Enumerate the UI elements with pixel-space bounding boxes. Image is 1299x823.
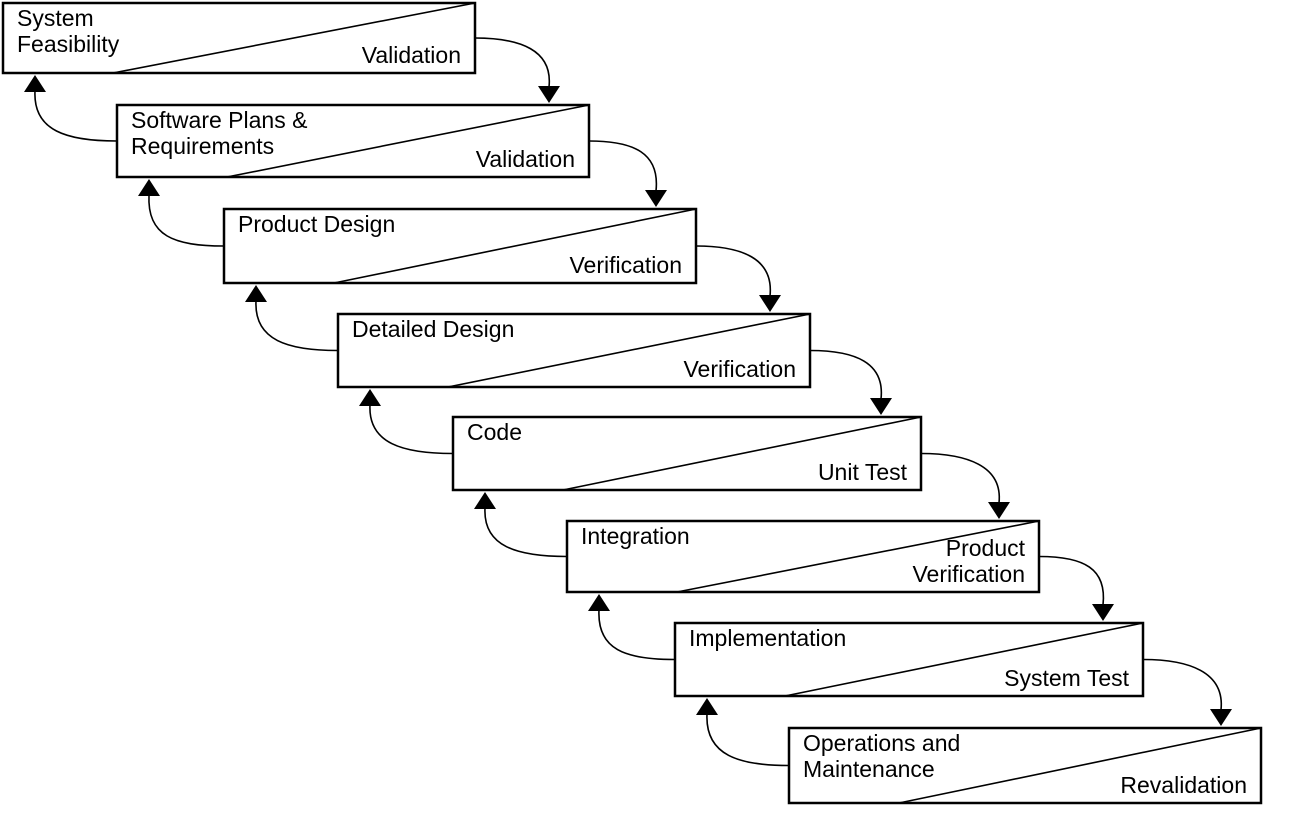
stage-check-label: Verification — [683, 356, 796, 382]
stage-box — [115, 103, 591, 179]
stage-box — [222, 207, 698, 285]
stage-title: Requirements — [131, 133, 274, 159]
feedback-flow-arrow — [369, 404, 454, 455]
feedback-arrowhead — [588, 594, 610, 611]
stage-box — [673, 621, 1145, 698]
forward-arrowhead — [759, 295, 781, 312]
stage-title: Feasibility — [17, 31, 120, 57]
feedback-arrowhead — [24, 75, 46, 92]
stage-check-label: Verification — [569, 252, 682, 278]
forward-flow-arrow — [809, 349, 883, 400]
stage-box — [336, 312, 812, 389]
stage-title: System — [17, 5, 94, 31]
stage-title: Operations and — [803, 730, 960, 756]
stage-divider-line — [226, 104, 590, 178]
stage-check-label: System Test — [1004, 665, 1129, 691]
stage-check-label: Unit Test — [818, 459, 908, 485]
forward-flow-arrow — [588, 140, 658, 192]
feedback-flow-arrow — [706, 713, 790, 767]
forward-flow-arrow — [1142, 658, 1222, 711]
forward-flow-arrow — [1038, 555, 1105, 606]
stage-check-label: Product — [946, 535, 1026, 561]
stage-divider-line — [333, 208, 697, 284]
stage-check-label: Validation — [362, 42, 461, 68]
stage-check-label: Verification — [912, 561, 1025, 587]
stage-title: Maintenance — [803, 756, 935, 782]
stage-divider-line — [112, 2, 476, 74]
stage-check-label: Validation — [476, 146, 575, 172]
stage-box — [565, 519, 1041, 594]
stage-title: Detailed Design — [352, 316, 514, 342]
forward-arrowhead — [1092, 604, 1114, 621]
feedback-arrowhead — [359, 389, 381, 406]
stage-divider-line — [447, 313, 811, 388]
feedback-flow-arrow — [484, 507, 568, 558]
feedback-flow-arrow — [148, 194, 225, 247]
stage-title: Code — [467, 419, 522, 445]
feedback-flow-arrow — [255, 300, 339, 352]
feedback-flow-arrow — [598, 609, 676, 661]
feedback-flow-arrow — [34, 90, 118, 142]
forward-arrowhead — [645, 190, 667, 207]
stage-box — [451, 415, 923, 492]
stage-title: Integration — [581, 523, 690, 549]
stage-divider-line — [898, 727, 1262, 804]
stage-box — [787, 726, 1263, 805]
feedback-arrowhead — [696, 698, 718, 715]
stage-divider-line — [562, 416, 922, 491]
forward-arrowhead — [870, 398, 892, 415]
forward-flow-arrow — [920, 452, 1000, 504]
feedback-arrowhead — [474, 492, 496, 509]
forward-flow-arrow — [474, 37, 550, 88]
stage-box — [1, 1, 477, 75]
stage-divider-line — [784, 622, 1144, 697]
forward-arrowhead — [988, 502, 1010, 519]
stage-title: Implementation — [689, 625, 846, 651]
stage-check-label: Revalidation — [1120, 772, 1247, 798]
flow-arrows — [24, 37, 1232, 767]
stage-title: Software Plans & — [131, 107, 307, 133]
feedback-arrowhead — [245, 285, 267, 302]
forward-flow-arrow — [695, 245, 771, 297]
forward-arrowhead — [538, 86, 560, 103]
stage-divider-line — [676, 520, 1040, 593]
stage-title: Product Design — [238, 211, 395, 237]
forward-arrowhead — [1210, 709, 1232, 726]
feedback-arrowhead — [138, 179, 160, 196]
